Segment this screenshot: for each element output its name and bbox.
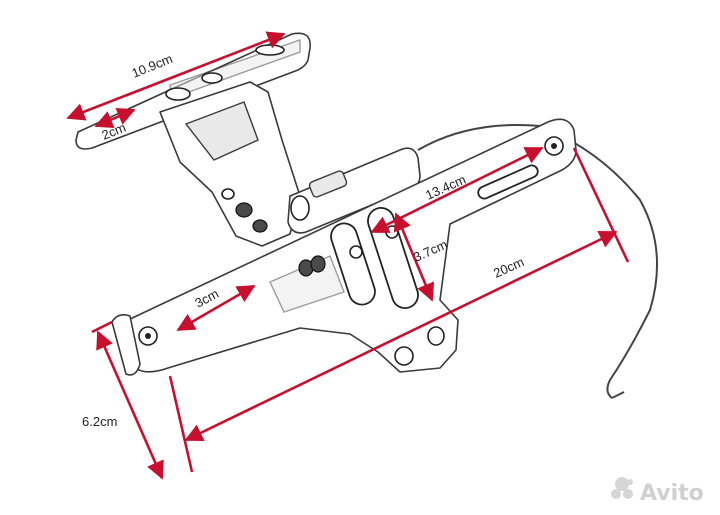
vertical-bracket — [159, 81, 301, 247]
avito-dots-icon — [611, 477, 633, 499]
bracket-bolt — [252, 219, 268, 233]
dim-line-total-length — [184, 230, 618, 442]
bottom-hole — [427, 326, 445, 346]
dim-line-top-width — [66, 31, 286, 121]
ext-line — [168, 375, 194, 473]
watermark-text: Avito — [640, 481, 704, 506]
mount-slot — [255, 44, 285, 56]
dim-line-top-offset — [94, 107, 136, 129]
ext-line — [91, 320, 113, 334]
housing-cap — [290, 195, 310, 221]
ext-line — [572, 147, 630, 263]
dim-line-inner-slot — [176, 284, 256, 332]
avito-watermark: Avito — [611, 477, 704, 506]
bracket-bolt — [235, 202, 253, 218]
label-top-width: 10.9cm — [130, 51, 175, 81]
inner-bolt — [310, 255, 326, 273]
mount-hole — [165, 87, 191, 101]
dimension-lines — [66, 31, 630, 480]
label-plate-height: 6.2cm — [82, 414, 117, 429]
bottom-hole — [394, 346, 414, 366]
mount-hole — [201, 72, 223, 84]
dim-line-plate-height — [96, 330, 164, 480]
wire-end — [611, 391, 625, 399]
bracket-hole — [221, 188, 235, 200]
